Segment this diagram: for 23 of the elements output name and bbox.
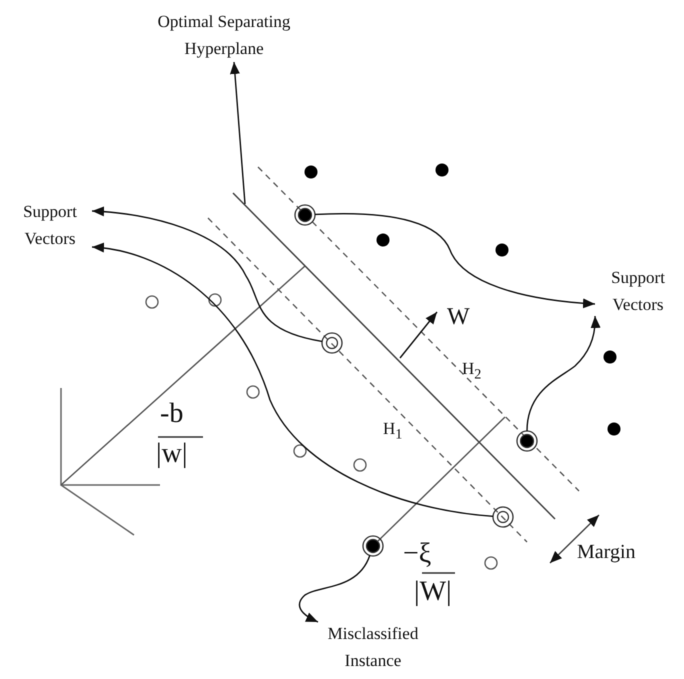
curved-arrow — [230, 62, 246, 204]
support-vector-point — [492, 506, 514, 528]
curved-arrow — [92, 243, 494, 518]
fraction-numerator: -b — [160, 400, 184, 428]
margin-line-label: H$_{1}$ — [383, 420, 402, 442]
support-vector-point — [362, 535, 384, 557]
support-vector-point — [516, 430, 538, 452]
fraction-numerator: −ξ — [403, 540, 432, 568]
callout-label: Support Vectors — [595, 264, 681, 318]
callout-label: Optimal Separating Hyperplane — [149, 8, 299, 62]
support-vector-point — [294, 204, 316, 226]
callout-label: Support Vectors — [8, 198, 92, 252]
curved-arrow — [298, 555, 370, 623]
support-vector-point — [321, 332, 343, 354]
fraction-denominator: |W| — [414, 578, 452, 606]
callout-label: Misclassified Instance — [318, 620, 428, 674]
margin-line-label: H$_{2}$ — [462, 360, 482, 382]
fraction-denominator: |w| — [156, 440, 188, 468]
vector-label: W — [447, 305, 470, 329]
curved-arrow — [92, 206, 322, 342]
margin-label: Margin — [577, 542, 636, 562]
curved-arrow — [526, 316, 600, 432]
curved-arrow — [314, 213, 596, 308]
